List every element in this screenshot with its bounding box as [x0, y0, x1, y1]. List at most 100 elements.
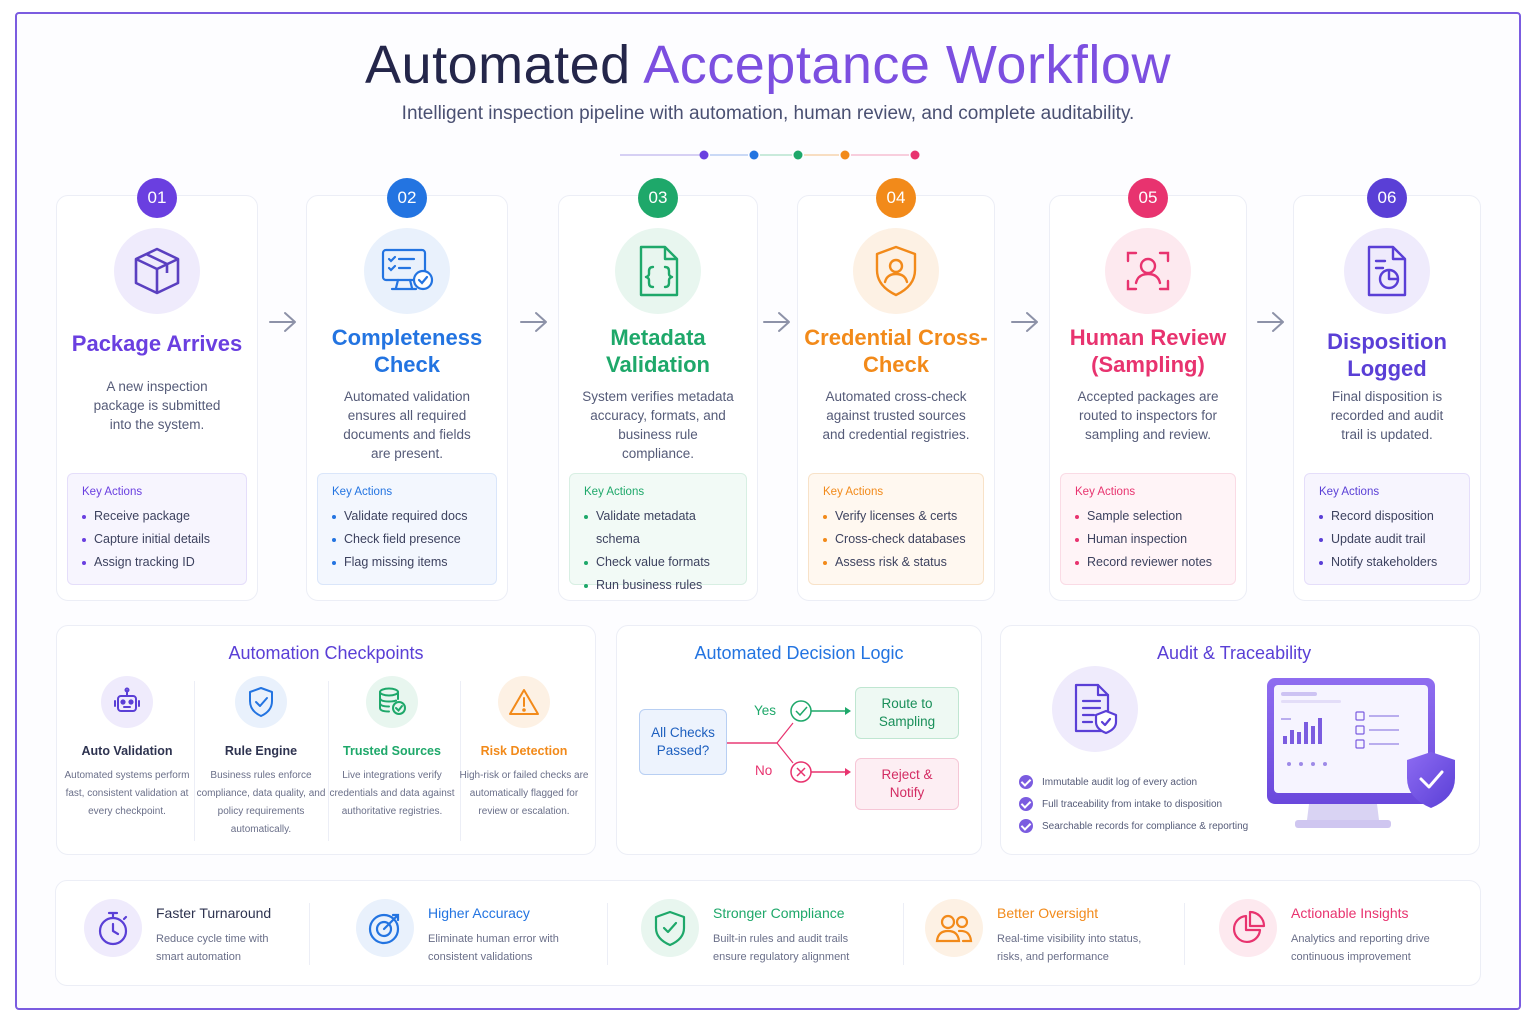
step-title: Credential Cross-Check	[804, 325, 988, 377]
key-actions-label: Key Actions	[823, 486, 884, 498]
face-scan-icon	[1105, 228, 1191, 314]
key-actions-label: Key Actions	[1075, 486, 1136, 498]
benefit-description: Built-in rules and audit trails ensure r…	[713, 933, 850, 963]
list-item: Receive package	[82, 505, 232, 528]
arrow-right-icon	[763, 312, 790, 332]
list-item: Record reviewer notes	[1075, 551, 1221, 574]
list-item: Verify licenses & certs	[823, 505, 969, 528]
step-description: Accepted packages are routed to inspecto…	[1077, 389, 1219, 442]
list-item: Check field presence	[332, 528, 482, 551]
list-item: Full traceability from intake to disposi…	[1019, 793, 1248, 815]
page-subtitle: Intelligent inspection pipeline with aut…	[401, 103, 1135, 124]
key-actions-label: Key Actions	[1319, 486, 1380, 498]
step-title: Package Arrives	[71, 331, 243, 356]
check-circle-icon	[1019, 797, 1033, 811]
check-circle-icon	[1019, 819, 1033, 833]
step-number: 01	[137, 178, 177, 218]
key-actions-box: Key Actions Verify licenses & certs Cros…	[808, 473, 984, 585]
target-icon	[356, 899, 414, 957]
panel-title: Automated Decision Logic	[694, 643, 904, 663]
divider	[607, 903, 608, 965]
list-item: Searchable records for compliance & repo…	[1019, 815, 1248, 837]
shield-check-icon	[235, 676, 287, 728]
step-completeness-check: 02 Completeness Check Automated validati…	[306, 178, 508, 601]
divider	[903, 903, 904, 965]
route-to-sampling-box: Route to Sampling	[855, 687, 959, 739]
step-description: System verifies metadata accuracy, forma…	[582, 389, 734, 461]
benefit-better-oversight: Better Oversight Real-time visibility in…	[925, 899, 1185, 969]
arrow-right-icon	[1257, 312, 1284, 332]
step-disposition-logged: 06 Disposition Logged Final disposition …	[1293, 178, 1481, 601]
list-item: Assign tracking ID	[82, 551, 232, 574]
users-icon	[925, 899, 983, 957]
check-circle-icon	[1019, 775, 1033, 789]
step-title: Disposition Logged	[1327, 329, 1447, 381]
benefit-description: Analytics and reporting drive continuous…	[1291, 933, 1430, 963]
key-actions-box: Key Actions Validate metadata schema Che…	[569, 473, 747, 592]
checkpoint-title: Auto Validation	[81, 744, 173, 758]
decision-logic-panel: Automated Decision Logic All Checks Pass…	[616, 625, 982, 855]
step-metadata-validation: 03 Metadata Validation System verifies m…	[558, 178, 758, 601]
benefit-title: Stronger Compliance	[713, 905, 845, 921]
step-title: Human Review (Sampling)	[1069, 325, 1227, 377]
benefit-description: Real-time visibility into status, risks,…	[997, 933, 1142, 963]
divider	[309, 903, 310, 965]
no-label: No	[755, 763, 773, 778]
checkpoint-title: Trusted Sources	[343, 744, 441, 758]
decision-flow-lines	[727, 700, 851, 783]
step-number: 02	[387, 178, 427, 218]
robot-icon	[101, 676, 153, 728]
step-description: A new inspection package is submitted in…	[93, 379, 221, 432]
shield-user-icon	[853, 228, 939, 314]
step-number: 05	[1128, 178, 1168, 218]
checkpoint-description: Business rules enforce compliance, data …	[196, 770, 326, 835]
checkpoint-trusted-sources: Trusted Sources Live integrations verify…	[325, 676, 459, 846]
warning-icon	[498, 676, 550, 728]
stopwatch-icon	[84, 899, 142, 957]
arrow-right-icon	[1011, 312, 1038, 332]
shield-check-icon	[641, 899, 699, 957]
checkpoint-title: Rule Engine	[224, 744, 298, 758]
key-actions-box: Key Actions Validate required docs Check…	[317, 473, 497, 585]
database-check-icon	[366, 676, 418, 728]
benefit-description: Eliminate human error with consistent va…	[428, 933, 559, 963]
list-item: Cross-check databases	[823, 528, 969, 551]
key-actions-box: Key Actions Record disposition Update au…	[1304, 473, 1470, 585]
decision-question-box: All Checks Passed?	[639, 709, 727, 775]
key-actions-label: Key Actions	[82, 486, 143, 498]
checkpoint-description: Automated systems perform fast, consiste…	[64, 770, 190, 817]
audit-traceability-panel: Audit & Traceability Immutable audit log…	[1000, 625, 1480, 855]
key-actions-label: Key Actions	[584, 486, 645, 498]
list-item: Flag missing items	[332, 551, 482, 574]
checkpoint-description: Live integrations verify credentials and…	[329, 770, 455, 817]
list-item: Validate required docs	[332, 505, 482, 528]
benefit-stronger-compliance: Stronger Compliance Built-in rules and a…	[641, 899, 901, 969]
divider	[1184, 903, 1185, 965]
step-description: Automated validation ensures all require…	[343, 389, 471, 461]
benefit-title: Actionable Insights	[1291, 905, 1409, 921]
list-item: Sample selection	[1075, 505, 1221, 528]
audit-document-icon	[1052, 666, 1138, 752]
step-number: 06	[1367, 178, 1407, 218]
benefit-description: Reduce cycle time with smart automation	[156, 933, 269, 963]
checkpoint-description: High-risk or failed checks are automatic…	[459, 770, 589, 817]
benefit-faster-turnaround: Faster Turnaround Reduce cycle time with…	[84, 899, 304, 969]
code-document-icon	[615, 228, 701, 314]
arrow-right-icon	[269, 312, 296, 332]
key-actions-box: Key Actions Sample selection Human inspe…	[1060, 473, 1236, 585]
step-package-arrives: 01 Package Arrives A new inspection pack…	[56, 178, 258, 601]
step-description: Automated cross-check against trusted so…	[822, 389, 970, 442]
key-actions-box: Key Actions Receive package Capture init…	[67, 473, 247, 585]
benefit-title: Better Oversight	[997, 905, 1099, 921]
checkpoint-rule-engine: Rule Engine Business rules enforce compl…	[194, 676, 328, 846]
benefits-bar: Faster Turnaround Reduce cycle time with…	[55, 880, 1481, 986]
panel-title: Audit & Traceability	[1157, 643, 1312, 663]
panel-title: Automation Checkpoints	[228, 643, 424, 663]
color-divider	[620, 150, 920, 160]
list-item: Validate metadata schema	[584, 505, 732, 551]
list-item: Record disposition	[1319, 505, 1455, 528]
checkpoint-auto-validation: Auto Validation Automated systems perfor…	[60, 676, 194, 846]
monitor-dashboard-icon	[1267, 678, 1455, 828]
step-number: 04	[876, 178, 916, 218]
list-item: Notify stakeholders	[1319, 551, 1455, 574]
